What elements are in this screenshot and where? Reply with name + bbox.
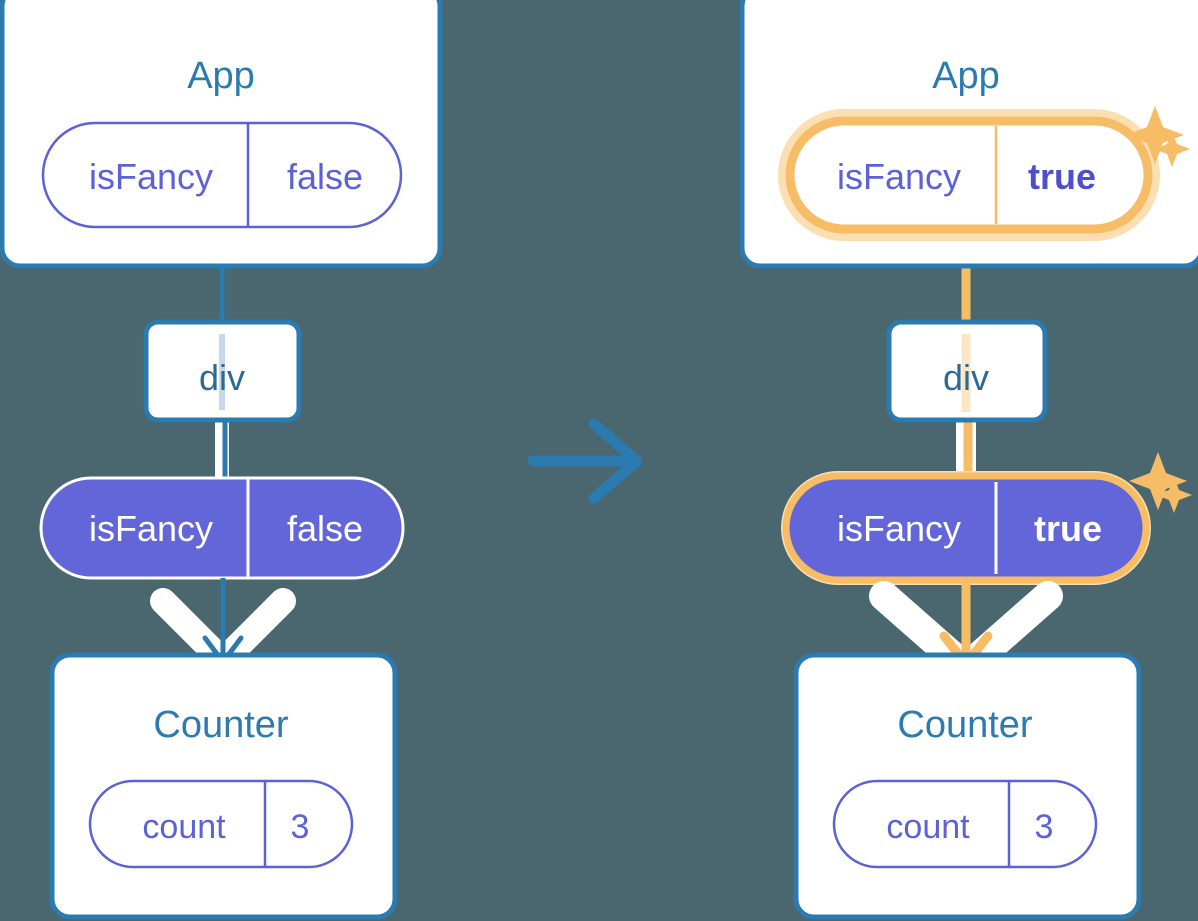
state-pill-outline — [41, 121, 403, 229]
sparkle-app-large-icon — [1126, 106, 1184, 164]
state-pill-key: isFancy — [89, 156, 213, 197]
panel-before: App isFancy false div isFancy false — [0, 0, 443, 920]
app-state-pill-before[interactable]: isFancy false — [41, 121, 403, 229]
app-box-title: App — [187, 55, 255, 97]
counter-pill-outline — [832, 779, 1098, 869]
sparkle-props-small-icon — [1156, 477, 1192, 513]
counter-pill-outline — [88, 779, 354, 869]
arrow-right-icon-head — [588, 418, 643, 504]
state-pill-key: isFancy — [837, 156, 961, 197]
div-node-before: div — [143, 319, 302, 423]
arrow-splash-left — [869, 581, 974, 677]
sparkle-app-small-icon — [1154, 131, 1190, 167]
transition-arrow — [527, 418, 643, 504]
sparkle-props-large-icon — [1129, 452, 1187, 510]
counter-pill-key: count — [886, 808, 970, 846]
state-pill-value: true — [1028, 156, 1096, 197]
props-pill-value: true — [1034, 508, 1102, 549]
state-pill-value: false — [287, 156, 363, 197]
counter-box-title: Counter — [153, 704, 289, 746]
counter-pill-value: 3 — [291, 808, 310, 846]
div-node-after: div — [886, 319, 1048, 423]
props-pill-after[interactable]: isFancy true — [781, 471, 1151, 585]
props-pill-value: false — [287, 508, 363, 549]
app-state-pill-after[interactable]: isFancy true — [778, 109, 1160, 241]
div-node-label: div — [199, 357, 245, 398]
counter-box-title: Counter — [897, 704, 1033, 746]
counter-state-pill-after[interactable]: count 3 — [832, 779, 1098, 869]
state-pill-highlight-ring — [785, 116, 1153, 234]
props-pill-key: isFancy — [89, 508, 213, 549]
counter-state-pill-before[interactable]: count 3 — [88, 779, 354, 869]
props-pill-before[interactable]: isFancy false — [39, 476, 405, 580]
props-pill-key: isFancy — [837, 508, 961, 549]
panel-after: App isFancy true div — [739, 0, 1198, 920]
props-to-counter-arrow-after — [869, 580, 1063, 677]
div-node-label: div — [943, 357, 989, 398]
counter-pill-key: count — [142, 808, 226, 846]
arrow-splash-right — [958, 581, 1063, 677]
app-box-title: App — [932, 55, 1000, 97]
counter-pill-value: 3 — [1035, 808, 1054, 846]
props-to-counter-arrow-before — [150, 578, 296, 673]
